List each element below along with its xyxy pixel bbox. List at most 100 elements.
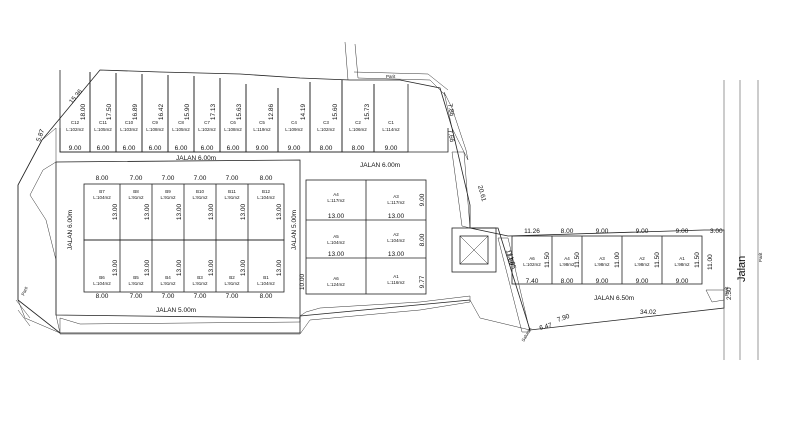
lot-area: L:104m2 xyxy=(257,281,275,286)
lot-depth: 11.50 xyxy=(574,252,581,268)
hatched-area-right-strip xyxy=(451,151,471,229)
lot-area: L:106m2 xyxy=(349,127,367,132)
lot-label: B10 xyxy=(196,189,205,194)
lot-depth: 13.00 xyxy=(144,259,151,276)
lot-area: L:91m2 xyxy=(160,281,176,286)
lot-depth: 17.13 xyxy=(210,103,217,120)
lot-depth: 14.19 xyxy=(300,103,307,120)
utility-box xyxy=(451,227,497,273)
parit-label-small: Parit xyxy=(724,286,729,296)
lot-area: L:104m2 xyxy=(93,281,111,286)
lot-area: L:98m2 xyxy=(559,262,575,267)
lot-depth: 17.50 xyxy=(106,103,113,120)
lot-width: 7.00 xyxy=(226,293,239,300)
a-dim-depth: 9.00 xyxy=(419,193,426,206)
a-dim-depth: 8.00 xyxy=(419,233,426,246)
parit-label-right: Parit xyxy=(758,252,763,262)
lot-label: B2 xyxy=(229,275,235,280)
lot-area: L:91m2 xyxy=(128,195,144,200)
lot-area: L:98m2 xyxy=(594,262,610,267)
hatched-area-left xyxy=(17,127,61,334)
lot-width: 9.00 xyxy=(288,145,301,152)
lot-a2-block: A2L:104m2 xyxy=(387,232,405,243)
parit-label-top: Parit xyxy=(386,74,396,79)
lot-a6-block: A6L:124m2 xyxy=(327,276,345,287)
dim-corner-3: 2.50 xyxy=(726,287,733,300)
saluran-label: Saluran xyxy=(521,326,533,342)
lot-top-width: 11.26 xyxy=(524,228,540,235)
dim-left-top-2: 5.87 xyxy=(35,128,46,143)
lot-label: C2 xyxy=(355,120,361,125)
lot-width: 8.00 xyxy=(352,145,365,152)
lot-area: L:105m2 xyxy=(172,127,190,132)
lot-label: C11 xyxy=(99,120,107,125)
lot-depth: 13.00 xyxy=(176,259,183,276)
hatched-area-corner xyxy=(705,289,725,303)
lot-depth: 13.00 xyxy=(112,259,119,276)
lot-a5-block: A5L:104m2 xyxy=(327,234,345,245)
lot-top-width: 8.00 xyxy=(561,228,574,235)
lot-width: 8.00 xyxy=(320,145,333,152)
lot-width: 9.00 xyxy=(676,278,689,285)
lot-area: L:91m2 xyxy=(160,195,176,200)
road-label-main: Jalan xyxy=(736,256,748,282)
lot-area: L:102m2 xyxy=(66,127,84,132)
lot-area: L:104m2 xyxy=(257,195,275,200)
dim-diag-1: 20.61 xyxy=(476,185,487,203)
lot-area: L:124m2 xyxy=(327,282,345,287)
lot-depth: 16.89 xyxy=(132,103,139,120)
lot-label: A4 xyxy=(564,256,570,261)
lot-area: L:102m2 xyxy=(198,127,216,132)
lot-width: 8.00 xyxy=(96,175,109,182)
lot-width: 9.00 xyxy=(596,278,609,285)
lot-area: L:98m2 xyxy=(634,262,650,267)
lot-label: C12 xyxy=(71,120,80,125)
a-lot-block: A4L:117m2A3L:117m2A5L:104m2A2L:104m2A6L:… xyxy=(299,179,427,295)
lot-width: 7.00 xyxy=(194,175,207,182)
hatched-area-bottom xyxy=(59,295,471,335)
dim-bottom-2: 7.90 xyxy=(556,313,571,324)
lot-label: C3 xyxy=(323,120,329,125)
hatched-area-diagonal xyxy=(497,237,531,333)
lot-label: C9 xyxy=(152,120,158,125)
lot-width: 7.00 xyxy=(194,293,207,300)
road-label-right: JALAN 6.50m xyxy=(594,295,634,302)
lot-depth: 15.90 xyxy=(184,103,191,120)
lot-width: 9.00 xyxy=(256,145,269,152)
lot-area: L:104m2 xyxy=(93,195,111,200)
lot-top-width: 9.00 xyxy=(636,228,649,235)
lot-label: A4 xyxy=(333,192,339,197)
lot-area: L:91m2 xyxy=(224,195,240,200)
lot-depth: 15.60 xyxy=(332,103,339,120)
lot-width: 7.00 xyxy=(162,175,175,182)
a-dim-depth: 10.00 xyxy=(299,273,306,290)
road-label-top: JALAN 6.00m xyxy=(176,155,216,162)
lot-width: 7.00 xyxy=(226,175,239,182)
lot-area: L:91m2 xyxy=(128,281,144,286)
lot-label: A1 xyxy=(393,274,399,279)
lot-label: C1 xyxy=(388,120,394,125)
lot-width: 7.00 xyxy=(130,175,143,182)
lot-area: L:116m2 xyxy=(387,280,405,285)
lot-depth: 13.00 xyxy=(276,259,283,276)
lot-label: C7 xyxy=(204,120,210,125)
lot-depth: 11.00 xyxy=(614,252,621,268)
